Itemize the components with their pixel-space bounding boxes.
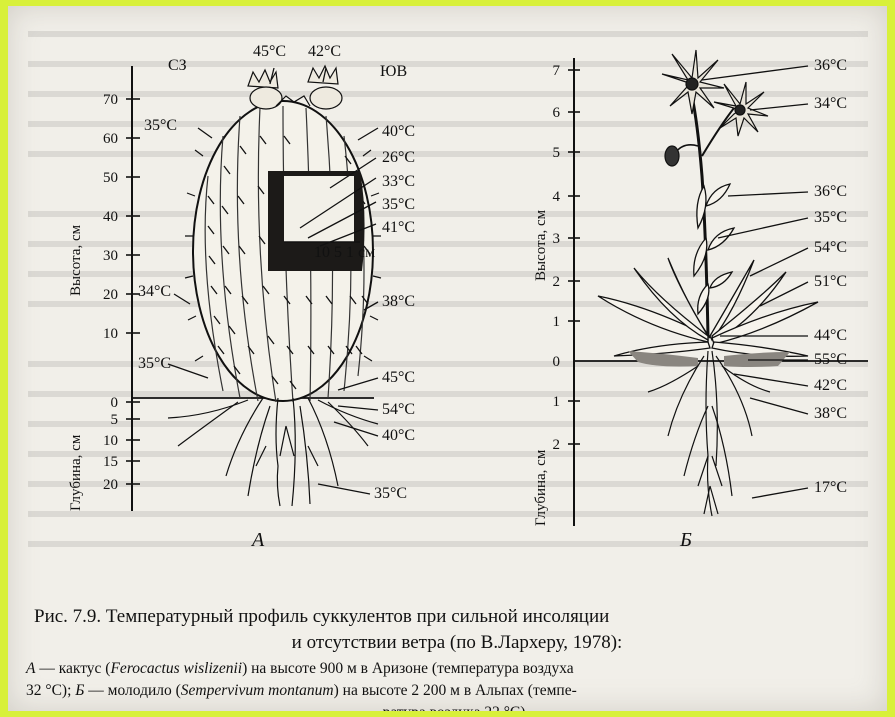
tick-b-2: 2 <box>553 274 561 290</box>
tick-a-50: 50 <box>103 170 118 186</box>
b-label-11: 17°C <box>814 479 847 496</box>
tick-b-1: 1 <box>553 314 561 330</box>
tick-a-d10: 10 <box>103 433 118 449</box>
tick-a-40: 40 <box>103 209 118 225</box>
a-dir-right: ЮВ <box>380 63 407 80</box>
b-label-6: 51°C <box>814 273 847 290</box>
tick-b-5: 5 <box>553 145 561 161</box>
legend-b-species: Sempervivum montanum <box>181 682 334 699</box>
legend-line-3: ратура воздуха 22 °C) <box>26 702 882 711</box>
b-label-7: 44°C <box>814 327 847 344</box>
a-label-r2: 26°C <box>382 149 415 166</box>
legend-line-1: А — кактус (Ferocactus wislizenii) на вы… <box>26 658 882 680</box>
a-label-g3: 40°C <box>382 427 415 444</box>
figure-legend: А — кактус (Ferocactus wislizenii) на вы… <box>26 658 882 711</box>
b-label-1: 36°C <box>814 57 847 74</box>
legend-a-species: Ferocactus wislizenii <box>110 660 242 677</box>
a-label-mid-right: 38°C <box>382 293 415 310</box>
tick-a-10: 10 <box>103 326 118 342</box>
b-label-4: 35°C <box>814 209 847 226</box>
b-label-8: 55°C <box>814 351 847 368</box>
a-label-upper-left: 35°C <box>144 117 177 134</box>
legend-b-text1: — молодило ( <box>84 682 180 699</box>
sempervivum-flowers <box>662 50 768 166</box>
b-label-3: 36°C <box>814 183 847 200</box>
legend-a-text1: — кактус ( <box>35 660 110 677</box>
tick-a-20: 20 <box>103 287 118 303</box>
b-label-5: 54°C <box>814 239 847 256</box>
caption-line-2: и отсутствии ветра (по В.Лархеру, 1978): <box>292 632 623 653</box>
tick-a-d15: 15 <box>103 454 118 470</box>
a-label-inner: 10 5 1 см <box>314 244 375 261</box>
tick-a-d5: 5 <box>111 412 119 428</box>
b-label-10: 38°C <box>814 405 847 422</box>
panel-b-depth-title: Глубина, см <box>533 449 549 526</box>
panel-a: 70 60 50 40 30 20 10 0 5 10 15 20 Высота… <box>68 43 415 551</box>
a-label-top-left: 45°C <box>253 43 286 60</box>
a-label-r1: 40°C <box>382 123 415 140</box>
a-label-mid-left: 34°C <box>138 283 171 300</box>
tick-a-70: 70 <box>103 92 118 108</box>
legend-a-text3: 32 °C); <box>26 682 75 699</box>
a-label-low-left: 35°C <box>138 355 171 372</box>
tick-a-30: 30 <box>103 248 118 264</box>
tick-b-d2: 2 <box>553 437 561 453</box>
a-dir-left: СЗ <box>168 57 187 74</box>
a-label-g2: 54°C <box>382 401 415 418</box>
legend-line-2: 32 °C); Б — молодило (Sempervivum montan… <box>26 680 882 702</box>
tick-a-60: 60 <box>103 131 118 147</box>
tick-b-4: 4 <box>553 189 561 205</box>
panel-b-height-title: Высота, см <box>533 209 549 281</box>
panel-b-letter: Б <box>679 529 692 551</box>
legend-a-text2: ) на высоте 900 м в Аризоне (температура… <box>242 660 574 677</box>
sempervivum-roots <box>648 351 770 516</box>
tick-a-0: 0 <box>111 395 119 411</box>
b-label-2: 34°C <box>814 95 847 112</box>
a-label-top-right: 42°C <box>308 43 341 60</box>
tick-b-d1: 1 <box>553 394 561 410</box>
stem-leaves <box>694 184 734 314</box>
legend-b-text2: ) на высоте 2 200 м в Альпах (темпе- <box>334 682 577 699</box>
panel-a-letter: А <box>250 529 265 551</box>
a-label-root: 35°C <box>374 485 407 502</box>
caption-line-1: Рис. 7.9. Температурный профиль суккулен… <box>34 604 880 630</box>
figure-diagram: 70 60 50 40 30 20 10 0 5 10 15 20 Высота… <box>8 6 887 606</box>
tick-a-d20: 20 <box>103 477 118 493</box>
a-label-r3: 33°C <box>382 173 415 190</box>
figure-page: 70 60 50 40 30 20 10 0 5 10 15 20 Высота… <box>8 6 887 711</box>
tick-b-0: 0 <box>553 354 561 370</box>
panel-a-depth-title: Глубина, см <box>68 434 84 511</box>
a-label-g1: 45°C <box>382 369 415 386</box>
a-label-r5: 41°C <box>382 219 415 236</box>
panel-a-height-title: Высота, см <box>68 224 84 296</box>
a-label-r4: 35°C <box>382 196 415 213</box>
tick-b-7: 7 <box>553 63 561 79</box>
b-label-9: 42°C <box>814 377 847 394</box>
tick-b-6: 6 <box>553 105 561 121</box>
tick-b-3: 3 <box>553 231 561 247</box>
figure-caption: Рис. 7.9. Температурный профиль суккулен… <box>34 604 880 656</box>
